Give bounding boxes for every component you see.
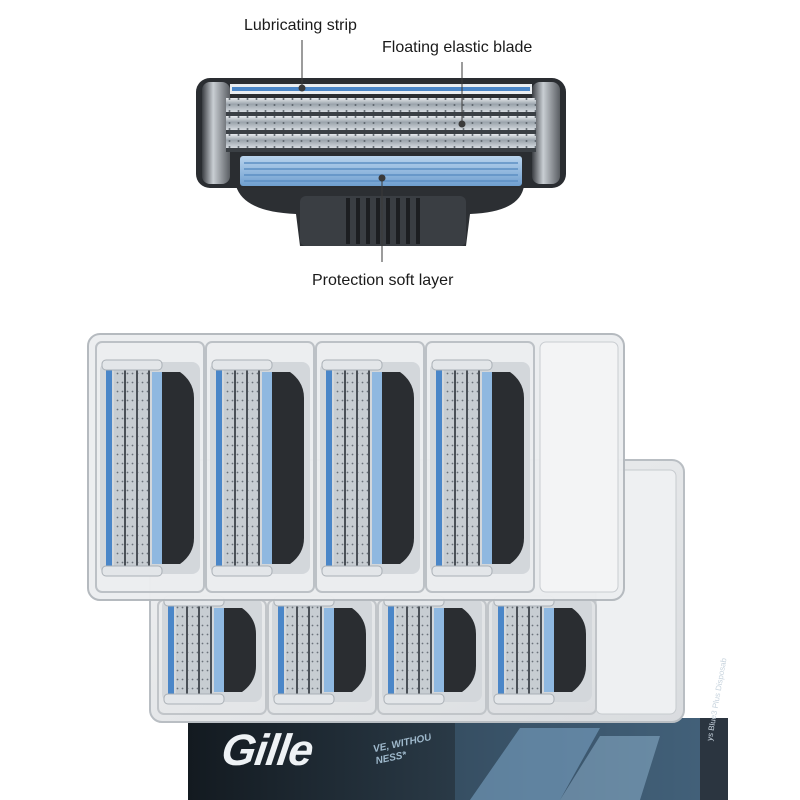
lubricating-strip-label: Lubricating strip <box>244 17 357 34</box>
front-tray-cartridges <box>100 359 530 577</box>
cartridge <box>100 359 200 577</box>
cartridge <box>272 595 372 705</box>
product-box <box>188 718 728 800</box>
protection-layer-label: Protection soft layer <box>312 272 454 289</box>
callout-pointers <box>298 40 466 262</box>
back-tray-cartridges <box>162 595 592 705</box>
cartridge <box>382 595 482 705</box>
cartridge <box>430 359 530 577</box>
package-brand-text: Gille <box>218 726 316 775</box>
blade-stack <box>226 98 536 152</box>
cartridge <box>162 595 262 705</box>
razor-cartridge <box>196 78 566 246</box>
cartridge <box>492 595 592 705</box>
cartridge <box>320 359 420 577</box>
cartridge <box>210 359 310 577</box>
floating-blade-label: Floating elastic blade <box>382 39 533 56</box>
